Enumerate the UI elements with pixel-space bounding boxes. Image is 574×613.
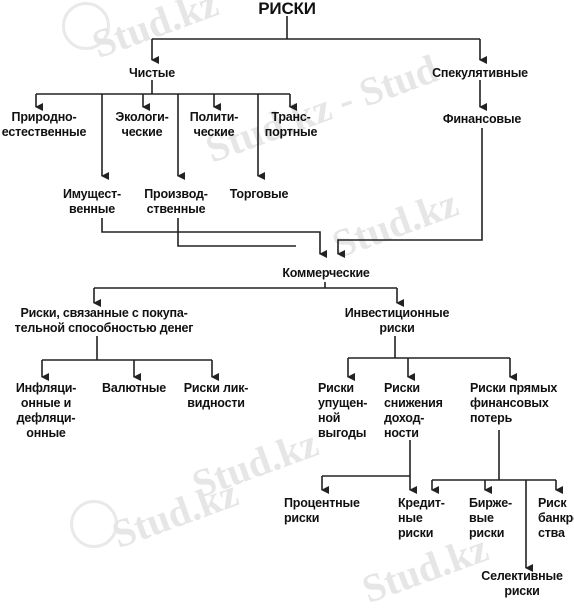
node-commercial: Коммерческие	[282, 266, 370, 280]
node-currency: Валютные	[102, 381, 166, 395]
node-inflation: Инфляци- онные и дефляци- онные	[15, 381, 77, 440]
node-liquidity: Риски лик- видности	[183, 381, 249, 410]
node-lost-profit: Риски упущен- ной выгоды	[318, 381, 368, 440]
node-root: РИСКИ	[258, 0, 316, 18]
node-trade: Торговые	[229, 187, 289, 201]
node-property: Имущест- венные	[63, 187, 121, 216]
node-financial: Финансовые	[442, 112, 522, 126]
node-ecological: Экологи- ческие	[115, 110, 169, 139]
node-exchange: Биржe- вые риски	[469, 496, 512, 540]
node-natural: Природно- естественные	[1, 110, 87, 139]
node-direct-loss: Риски прямых финансовых потерь	[470, 381, 558, 425]
node-selective: Селективные риски	[481, 569, 563, 598]
edge-financial-down	[337, 128, 483, 258]
node-interest: Процентные риски	[284, 496, 360, 525]
edge-production-down	[177, 218, 296, 247]
edge-property-down	[101, 218, 327, 258]
node-investment: Инвестиционные риски	[344, 306, 450, 335]
risk-tree-connectors	[35, 16, 563, 572]
node-transport: Транс- портные	[264, 110, 318, 139]
node-income-decrease: Риски снижения доход- ности	[384, 381, 443, 440]
node-speculative: Спекулятивные	[432, 66, 528, 80]
node-political: Полити- ческие	[189, 110, 239, 139]
node-pure: Чистые	[129, 66, 175, 80]
node-bankruptcy: Риск банкрот- ства	[538, 496, 574, 540]
node-purchasing-power: Риски, связанные с покупа- тельной спосо…	[14, 306, 194, 335]
node-production: Производ- ственные	[144, 187, 208, 216]
node-credit: Кредит- ные риски	[398, 496, 445, 540]
